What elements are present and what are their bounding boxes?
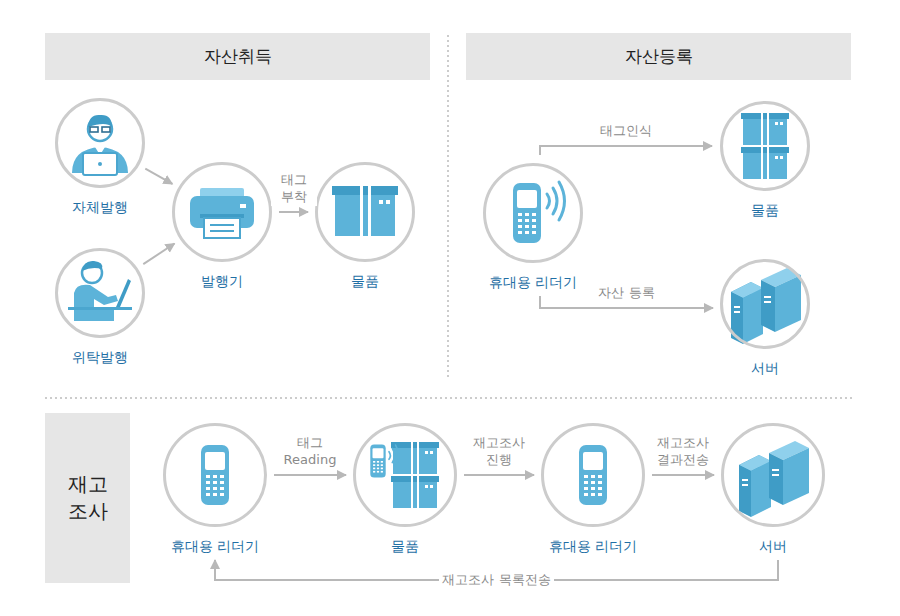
circle-outline	[163, 423, 267, 527]
flow-arrow	[274, 474, 346, 476]
server-icon	[731, 268, 801, 344]
edge-label: 재고조사 목록전송	[439, 571, 553, 589]
circle-node: 물품	[350, 423, 460, 556]
node-label: 위탁발행	[52, 349, 148, 367]
node-label: 서버	[717, 360, 813, 378]
section-band: 재고 조사	[45, 413, 130, 583]
section-title: 자산등록	[625, 45, 693, 68]
flow-arrow	[464, 474, 534, 476]
section-band: 자산등록	[466, 33, 851, 80]
tagged-package-icon	[370, 442, 439, 508]
circle-node: 위탁발행	[52, 248, 148, 367]
section-title: 재고 조사	[65, 471, 111, 525]
circle-node: 서버	[718, 423, 828, 556]
flow-arrow	[652, 474, 714, 476]
edge-label: 태그 Reading	[276, 434, 344, 469]
handheld-reader-icon	[579, 445, 607, 505]
circle-node: 휴대용 리더기	[538, 423, 648, 556]
circle-node: 휴대용 리더기	[160, 423, 270, 556]
person-icon	[72, 115, 128, 175]
handheld-reader-icon	[513, 182, 565, 243]
edge-label: 재고조사 결과전송	[647, 434, 719, 469]
circle-outline	[315, 162, 415, 262]
node-label: 휴대용 리더기	[538, 538, 648, 556]
section-divider	[45, 397, 852, 399]
section-title: 자산취득	[204, 45, 272, 68]
circle-node: 물품	[717, 101, 813, 220]
handheld-reader-icon	[201, 445, 229, 505]
edge-label: 태그인식	[597, 122, 655, 140]
node-label: 발행기	[169, 273, 275, 291]
node-label: 서버	[718, 538, 828, 556]
circle-node: 서버	[717, 259, 813, 378]
node-label: 휴대용 리더기	[480, 274, 586, 292]
flow-arrow	[143, 244, 174, 265]
circle-outline	[541, 423, 645, 527]
package-stack-icon	[741, 113, 789, 179]
edge-label: 재고조사 진행	[463, 434, 535, 469]
circle-outline	[720, 259, 810, 349]
edge-label: 자산 등록	[595, 284, 657, 302]
node-label: 물품	[350, 538, 460, 556]
circle-outline	[353, 423, 457, 527]
server-icon	[739, 441, 809, 517]
circle-node: 휴대용 리더기	[480, 163, 586, 292]
flow-arrow	[279, 211, 308, 213]
package-icon	[332, 186, 398, 236]
circle-node: 물품	[312, 162, 418, 291]
flow-arrow	[145, 169, 172, 184]
section-band: 자산취득	[45, 33, 430, 80]
node-label: 물품	[717, 202, 813, 220]
circle-outline	[483, 163, 583, 263]
circle-outline	[55, 248, 145, 338]
circle-node: 발행기	[169, 162, 275, 291]
edge-label: 태그 부착	[271, 171, 317, 206]
circle-outline	[721, 423, 825, 527]
circle-outline	[720, 101, 810, 191]
flow-arrow	[540, 146, 712, 155]
printer-icon	[190, 188, 254, 238]
node-label: 물품	[312, 273, 418, 291]
section-divider	[447, 35, 449, 378]
node-label: 자체발행	[52, 199, 148, 217]
node-label: 휴대용 리더기	[160, 538, 270, 556]
person-laptop-icon	[68, 261, 132, 321]
circle-node: 자체발행	[52, 98, 148, 217]
circle-outline	[55, 98, 145, 188]
circle-outline	[172, 162, 272, 262]
